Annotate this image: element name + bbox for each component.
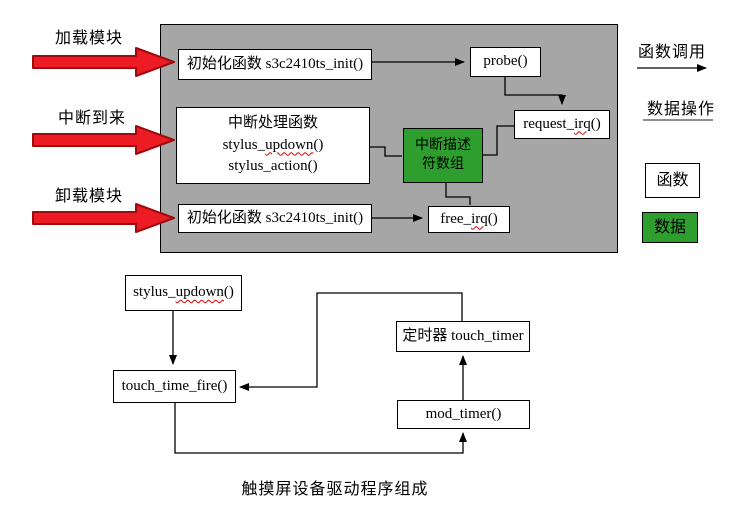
box-probe: probe() [470,47,541,77]
box-free-irq: free_irq() [428,206,510,233]
spellcheck-underline: irq [574,115,591,132]
diagram-caption: 触摸屏设备驱动程序组成 [241,481,429,498]
label-load-module: 加载模块 [55,30,124,47]
request-irq-label: request_irq() [523,115,601,132]
red-arrow-interrupt [32,125,175,155]
handler-title: 中断处理函数 [227,114,318,131]
box-interrupt-handler: 中断处理函数 stylus_updown() stylus_action() [176,107,370,184]
handler-stylus-action: stylus_action() [228,158,318,175]
legend-data-box-label: 数据 [653,218,686,236]
box-stylus-updown: stylus_updown() [125,275,242,311]
touch-timer-label: 定时器 touch_timer [402,327,524,344]
mod-timer-label: mod_timer() [425,405,502,422]
red-arrow-unload [32,203,175,233]
box-request-irq: request_irq() [514,110,610,139]
spellcheck-underline: irq [471,210,488,227]
box-mod-timer: mod_timer() [397,400,530,429]
legend-data-operation-label: 数据操作 [647,101,716,118]
box-irq-descriptor-array: 中断描述 符数组 [403,128,483,183]
stylus-updown-label: stylus_updown() [133,284,234,301]
probe-label: probe() [483,53,528,70]
spellcheck-underline: updown [175,284,224,301]
legend-function-call-label: 函数调用 [638,44,707,61]
handler-stylus-updown: stylus_updown() [222,136,324,153]
legend-data-box: 数据 [642,212,698,243]
touch-time-fire-label: touch_time_fire() [121,377,228,394]
box-init-function-top: 初始化函数 s3c2410ts_init() [178,49,372,80]
box-touch-timer: 定时器 touch_timer [396,321,530,352]
label-interrupt-arrives: 中断到来 [58,110,127,127]
free-irq-label: free_irq() [440,210,498,227]
red-arrow-load [32,47,175,77]
label-unload-module: 卸载模块 [55,188,124,205]
init-top-label: 初始化函数 s3c2410ts_init() [186,55,364,72]
legend-function-box-label: 函数 [656,171,689,189]
box-init-function-bottom: 初始化函数 s3c2410ts_init() [178,204,372,233]
spellcheck-underline: updown [265,136,314,153]
irq-descriptor-line1: 中断描述 [415,137,471,153]
irq-descriptor-line2: 符数组 [422,156,464,172]
legend-function-box: 函数 [645,163,700,198]
box-touch-time-fire: touch_time_fire() [113,370,236,403]
init-bottom-label: 初始化函数 s3c2410ts_init() [186,209,364,226]
